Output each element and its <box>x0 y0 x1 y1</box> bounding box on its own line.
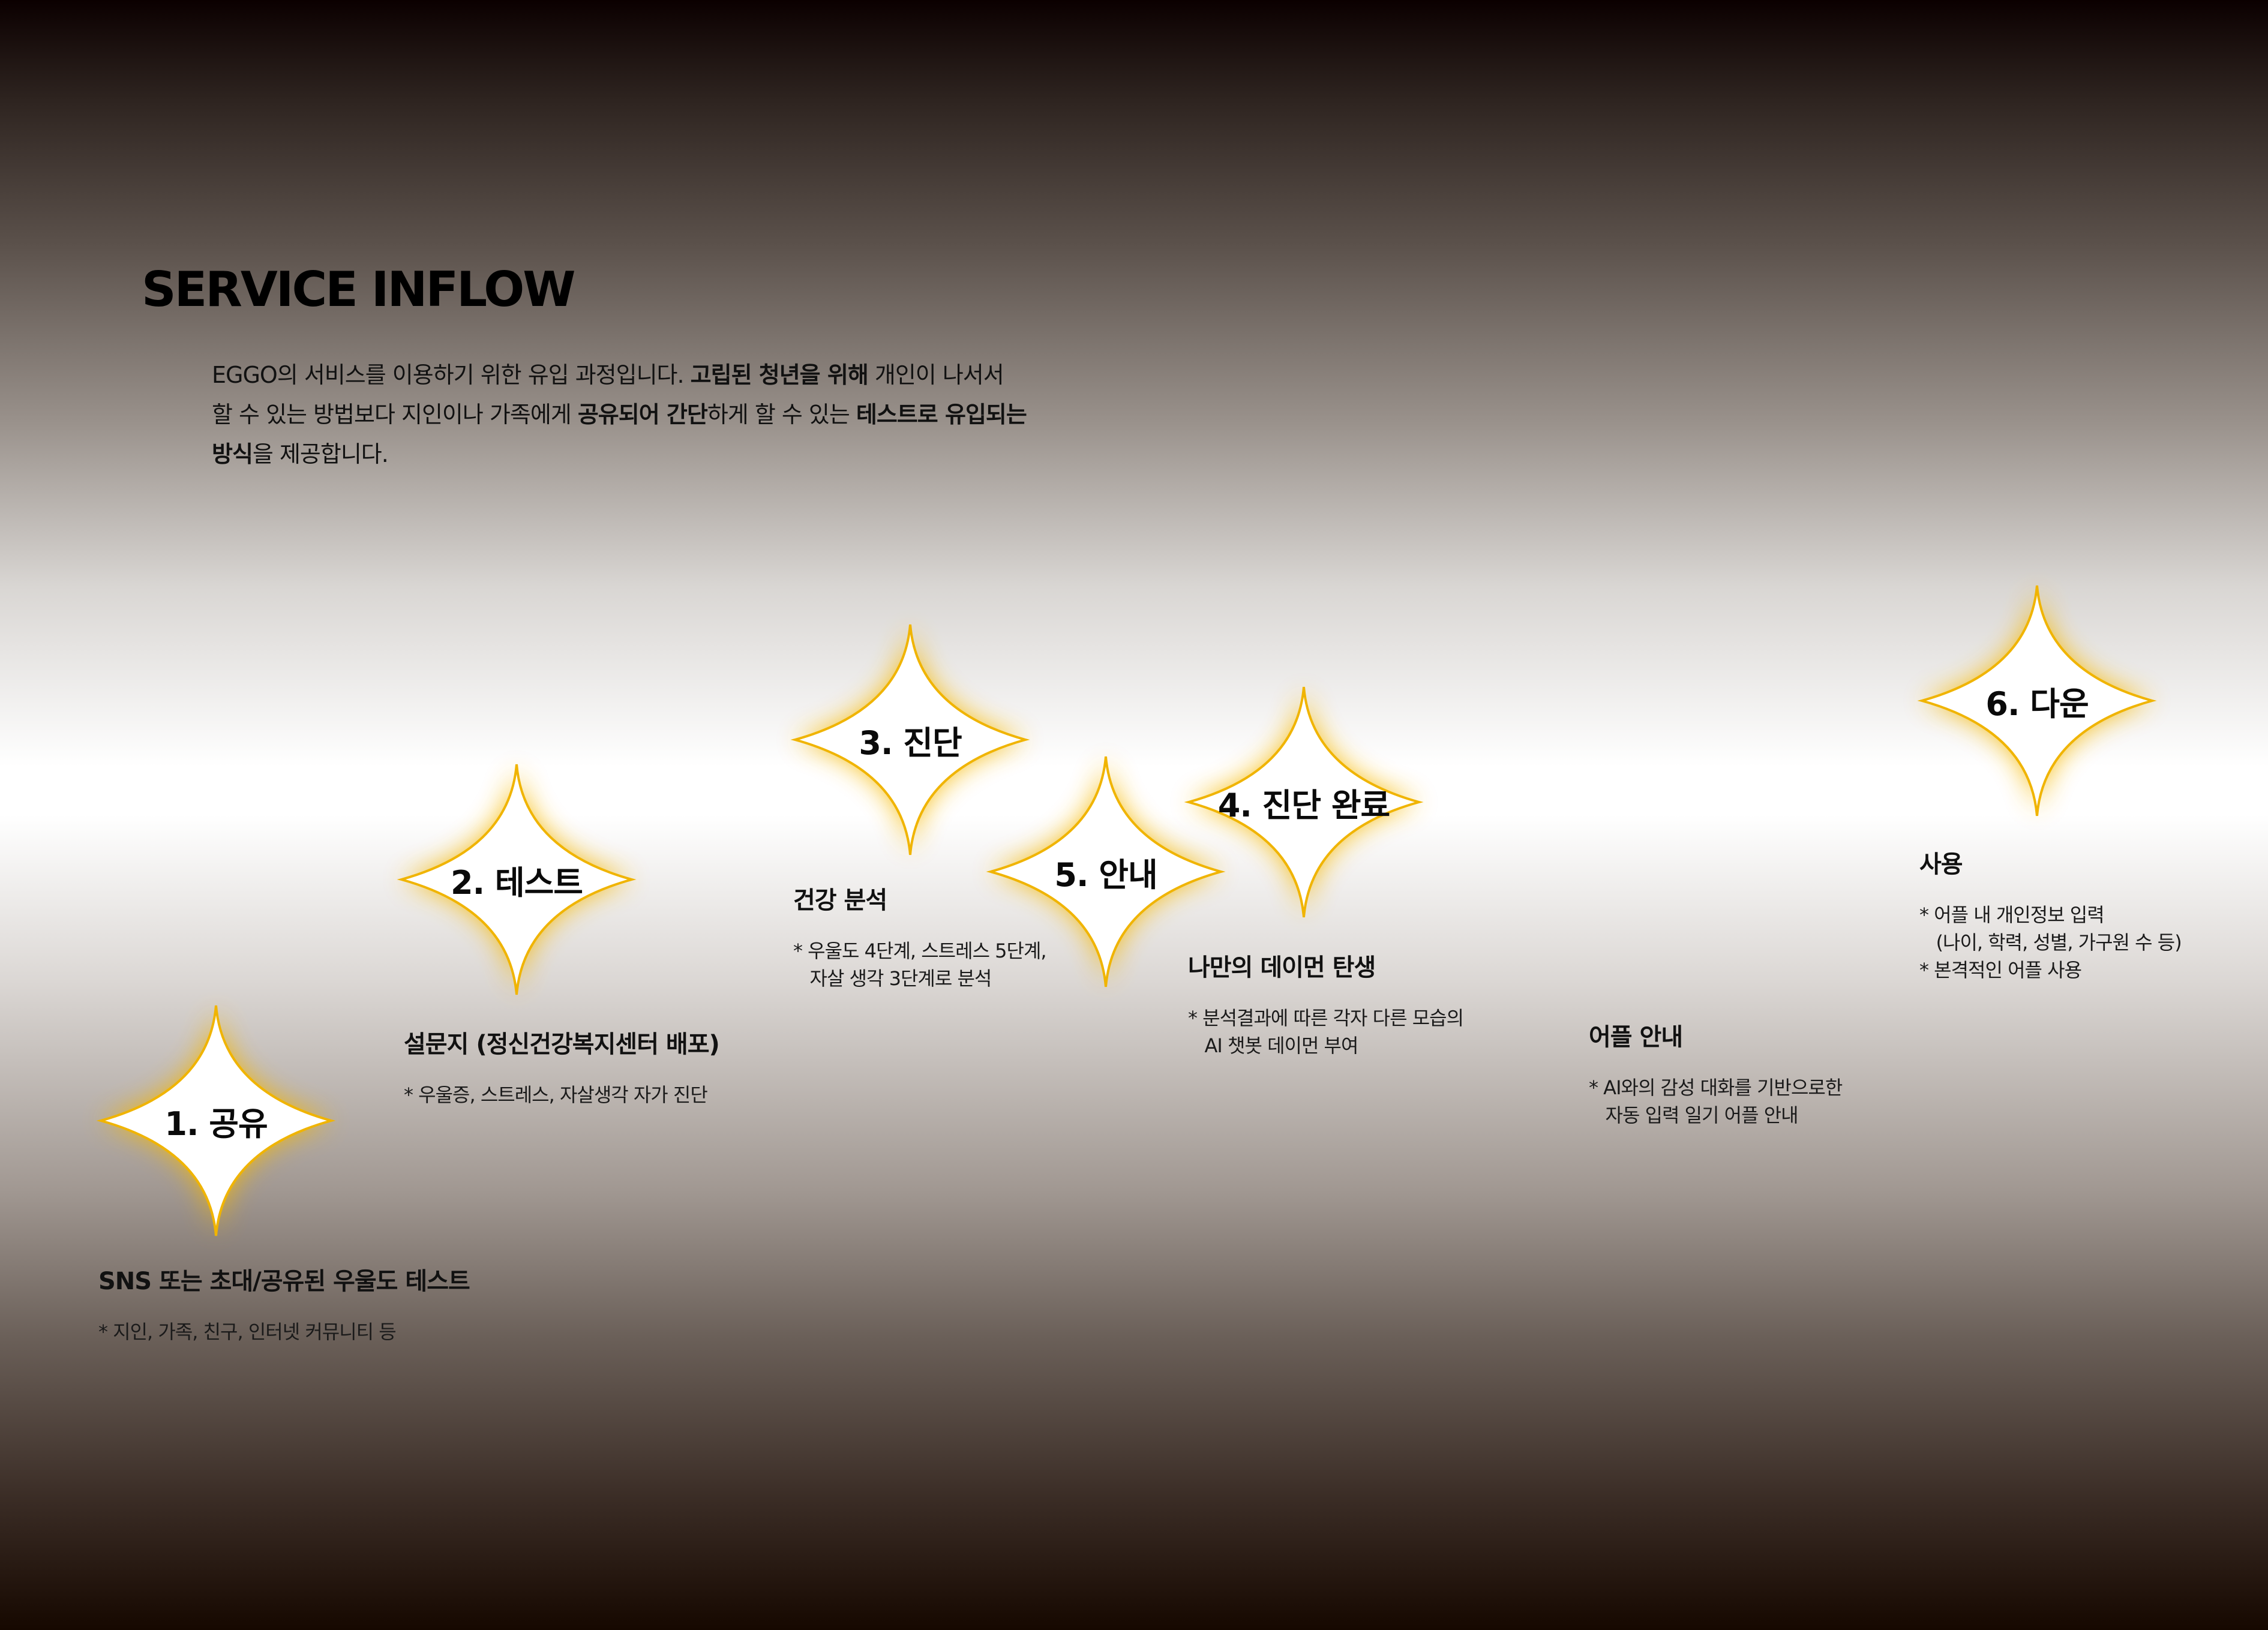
step-note: * 본격적인 어플 사용 <box>1919 959 2082 981</box>
intro-line: 방식을 제공합니다. <box>212 434 1172 474</box>
intro-text: 을 제공합니다. <box>252 441 389 467</box>
step-1-diamond: 1. 공유 <box>96 1001 336 1241</box>
step-note: * 분석결과에 따른 각자 다른 모습의 <box>1188 1007 1464 1029</box>
step-2-notes: * 우울증, 스트레스, 자살생각 자가 진단 <box>404 1081 719 1109</box>
step-3-description: 건강 분석 * 우울도 4단계, 스트레스 5단계, 자살 생각 3단계로 분석 <box>793 881 1047 992</box>
step-4-diamond: 4. 진단 완료 <box>1184 682 1424 922</box>
step-note: * 어플 내 개인정보 입력 <box>1919 903 2105 926</box>
step-6-label: 6. 다운 <box>1985 685 2089 723</box>
intro-emphasis: 공유되어 간단 <box>577 401 708 428</box>
intro-emphasis: 고립된 청년을 위해 <box>690 362 869 388</box>
step-4-notes: * 분석결과에 따른 각자 다른 모습의 AI 챗봇 데이먼 부여 <box>1188 1004 1464 1059</box>
step-5-label: 5. 안내 <box>1054 855 1157 894</box>
intro-line: 할 수 있는 방법보다 지인이나 가족에게 공유되어 간단하게 할 수 있는 테… <box>212 395 1172 434</box>
step-4-description: 나만의 데이먼 탄생 * 분석결과에 따른 각자 다른 모습의 AI 챗봇 데이… <box>1188 948 1464 1059</box>
step-1-notes: * 지인, 가족, 친구, 인터넷 커뮤니티 등 <box>98 1318 470 1346</box>
sparkle-diamond-icon <box>96 1005 336 1236</box>
step-2-diamond: 2. 테스트 <box>397 760 637 999</box>
step-4-label: 4. 진단 완료 <box>1217 786 1390 824</box>
step-5-diamond: 5. 안내 <box>986 752 1226 992</box>
step-note: * 우울증, 스트레스, 자살생각 자가 진단 <box>404 1083 708 1106</box>
step-note: AI 챗봇 데이먼 부여 <box>1188 1034 1359 1057</box>
step-1-description: SNS 또는 초대/공유된 우울도 테스트 * 지인, 가족, 친구, 인터넷 … <box>98 1262 470 1346</box>
step-note: 자동 입력 일기 어플 안내 <box>1589 1104 1799 1127</box>
diamond-shape <box>397 764 637 995</box>
step-3-heading: 건강 분석 <box>793 887 887 914</box>
step-6-notes: * 어플 내 개인정보 입력 (나이, 학력, 성별, 가구원 수 등) * 본격… <box>1919 901 2182 984</box>
step-note: * AI와의 감성 대화를 기반으로한 <box>1589 1076 1843 1099</box>
step-3-notes: * 우울도 4단계, 스트레스 5단계, 자살 생각 3단계로 분석 <box>793 937 1047 992</box>
intro-text: 할 수 있는 방법보다 지인이나 가족에게 <box>212 401 578 428</box>
diamond-shape <box>790 624 1030 855</box>
step-2-description: 설문지 (정신건강복지센터 배포) * 우울증, 스트레스, 자살생각 자가 진… <box>404 1025 720 1109</box>
diamond-shape <box>1184 686 1424 918</box>
step-2-heading: 설문지 (정신건강복지센터 배포) <box>404 1031 720 1058</box>
step-note: * 우울도 4단계, 스트레스 5단계, <box>793 939 1047 962</box>
page-title: SERVICE INFLOW <box>142 262 575 317</box>
diamond-shape <box>986 756 1226 987</box>
step-5-notes: * AI와의 감성 대화를 기반으로한 자동 입력 일기 어플 안내 <box>1589 1074 1843 1129</box>
step-note: * 지인, 가족, 친구, 인터넷 커뮤니티 등 <box>98 1320 397 1343</box>
step-6-heading: 사용 <box>1919 851 1963 878</box>
sparkle-diamond-icon <box>790 624 1030 855</box>
intro-text: 하게 할 수 있는 <box>707 401 856 428</box>
intro-text: 개인이 나서서 <box>868 362 1004 388</box>
step-4-heading: 나만의 데이먼 탄생 <box>1188 954 1376 981</box>
intro-line: EGGO의 서비스를 이용하기 위한 유입 과정입니다. 고립된 청년을 위해 … <box>212 355 1172 395</box>
sparkle-diamond-icon <box>986 756 1226 987</box>
step-6-description: 사용 * 어플 내 개인정보 입력 (나이, 학력, 성별, 가구원 수 등)*… <box>1919 845 2182 984</box>
step-note: (나이, 학력, 성별, 가구원 수 등) <box>1919 931 2182 954</box>
intro-paragraph: EGGO의 서비스를 이용하기 위한 유입 과정입니다. 고립된 청년을 위해 … <box>212 355 1172 474</box>
step-2-label: 2. 테스트 <box>451 863 583 902</box>
sparkle-diamond-icon <box>1917 585 2157 816</box>
step-6-diamond: 6. 다운 <box>1917 581 2157 821</box>
intro-text: EGGO의 서비스를 이용하기 위한 유입 과정입니다. <box>212 362 691 388</box>
step-1-label: 1. 공유 <box>164 1104 268 1143</box>
step-5-heading: 어플 안내 <box>1589 1023 1683 1051</box>
sparkle-diamond-icon <box>397 764 637 995</box>
intro-emphasis: 테스트로 유입되는 <box>856 401 1027 428</box>
step-3-label: 3. 진단 <box>859 724 962 762</box>
diamond-shape <box>1917 585 2157 816</box>
intro-emphasis: 방식 <box>212 441 253 467</box>
step-5-description: 어플 안내 * AI와의 감성 대화를 기반으로한 자동 입력 일기 어플 안내 <box>1589 1017 1843 1129</box>
diamond-shape <box>96 1005 336 1236</box>
step-1-heading: SNS 또는 초대/공유된 우울도 테스트 <box>98 1268 470 1295</box>
sparkle-diamond-icon <box>1184 686 1424 918</box>
step-3-diamond: 3. 진단 <box>790 620 1030 860</box>
step-note: 자살 생각 3단계로 분석 <box>793 967 992 990</box>
